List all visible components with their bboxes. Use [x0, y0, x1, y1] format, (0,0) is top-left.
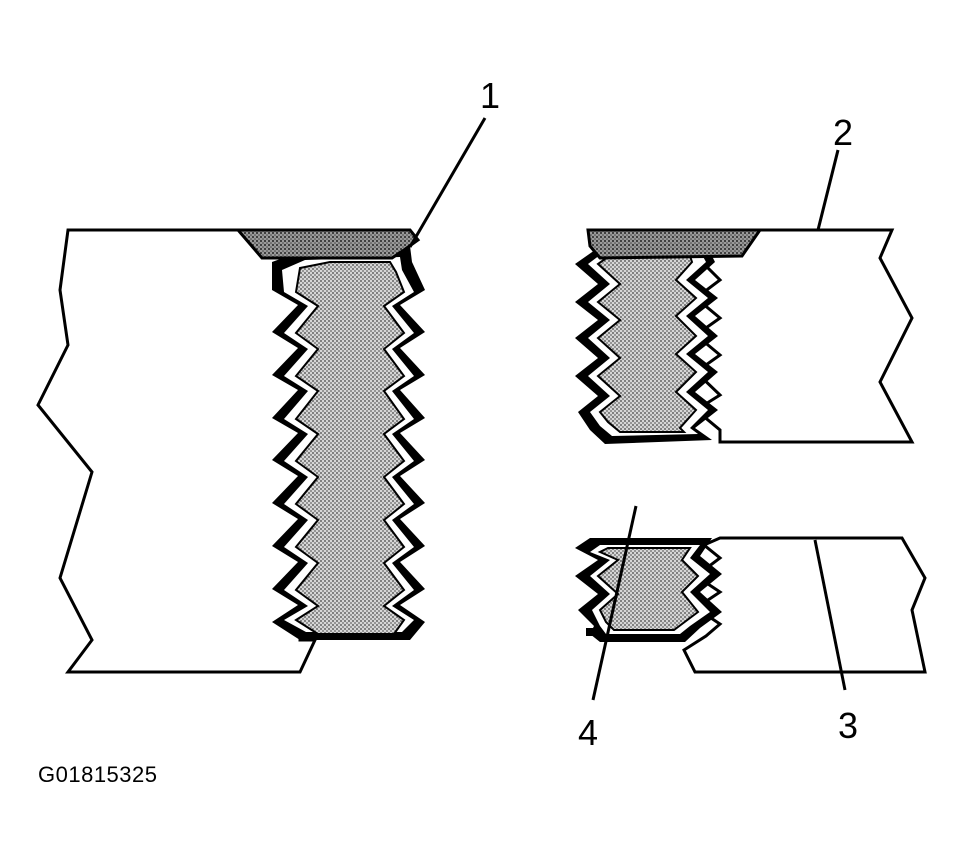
installed-thread-insert — [234, 228, 425, 640]
leader-line-3 — [813, 539, 847, 691]
upper-thread-insert — [575, 228, 763, 444]
callout-3: 3 — [838, 705, 858, 746]
figure-identifier: G01815325 — [38, 762, 158, 787]
left-casting-block — [36, 228, 318, 674]
right-lower-block — [682, 536, 927, 674]
leader-line-2 — [816, 149, 840, 231]
leader-line-1 — [408, 117, 487, 248]
lower-thread-insert — [575, 538, 722, 642]
right-upper-block — [693, 228, 915, 444]
callout-4: 4 — [578, 712, 598, 753]
callout-1: 1 — [480, 75, 500, 116]
callout-2: 2 — [833, 112, 853, 153]
leader-line-4 — [591, 505, 638, 701]
